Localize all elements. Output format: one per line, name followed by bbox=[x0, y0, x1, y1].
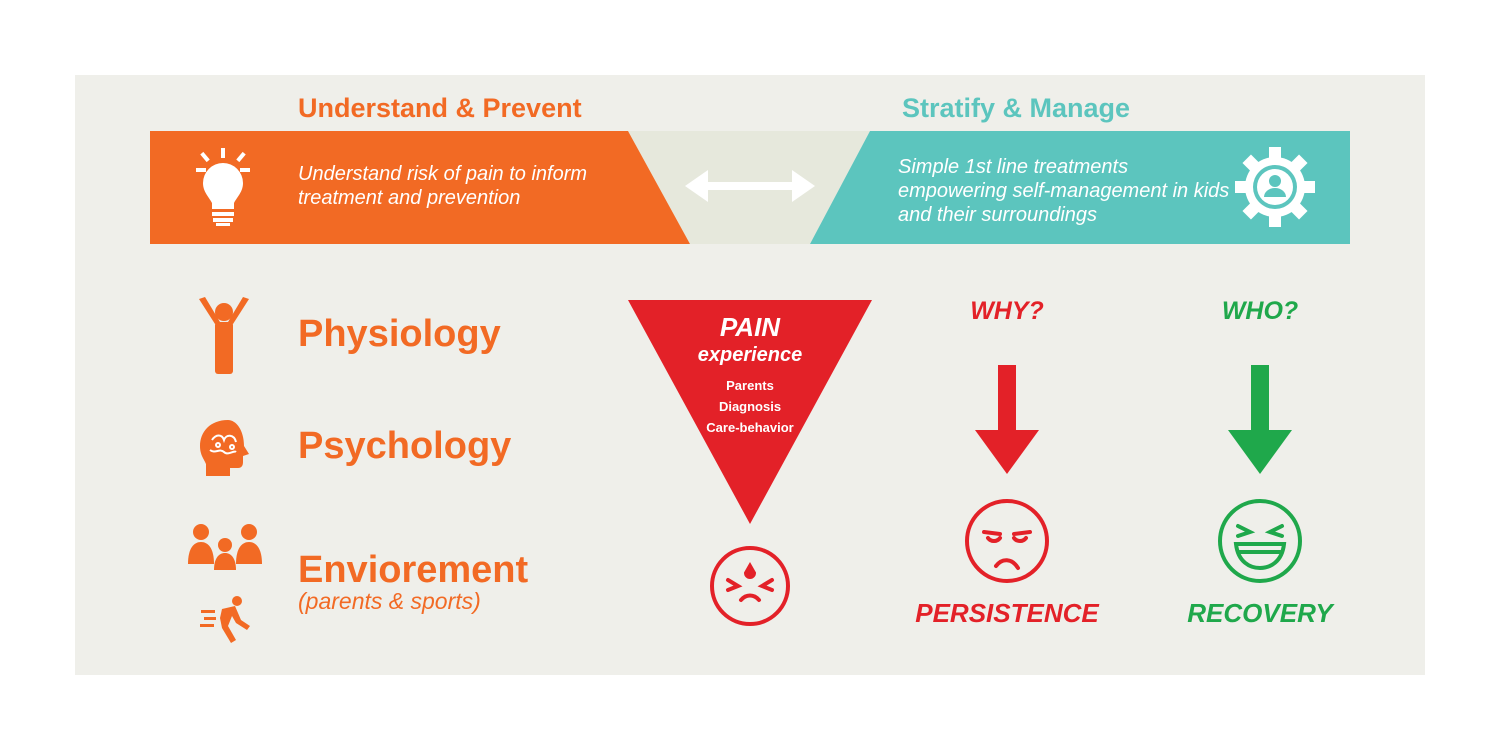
factor-enviorement: Enviorement bbox=[298, 549, 529, 591]
pain-triangle bbox=[628, 300, 872, 524]
factor-physiology: Physiology bbox=[298, 313, 501, 355]
stratify-manage-title: Stratify & Manage bbox=[902, 93, 1131, 123]
gear-person-icon bbox=[1235, 147, 1315, 227]
band-right-shape bbox=[810, 131, 1350, 244]
factor-enviorement-sub: (parents & sports) bbox=[298, 588, 481, 614]
band-left-shape bbox=[150, 131, 690, 244]
lightbulb-icon bbox=[196, 148, 250, 226]
pain-item-diagnosis: Diagnosis bbox=[718, 399, 782, 414]
factor-psychology: Psychology bbox=[298, 425, 512, 467]
who-arrow-icon bbox=[1228, 365, 1292, 474]
pain-title: PAIN bbox=[719, 312, 781, 342]
double-arrow-icon bbox=[685, 170, 815, 202]
pain-item-care-behavior: Care-behavior bbox=[706, 420, 794, 435]
persistence-label: PERSISTENCE bbox=[915, 598, 1099, 628]
recovery-label: RECOVERY bbox=[1187, 598, 1333, 628]
why-question: WHY? bbox=[970, 297, 1044, 325]
laughing-face-icon bbox=[1218, 499, 1302, 583]
family-icon bbox=[188, 524, 262, 570]
band-right-text: Simple 1st line treatments empowering se… bbox=[898, 156, 1230, 226]
person-arms-up-icon bbox=[199, 297, 249, 374]
pain-subtitle: experience bbox=[697, 344, 803, 366]
sad-face-icon bbox=[965, 499, 1049, 583]
understand-prevent-title: Understand & Prevent bbox=[298, 93, 582, 123]
why-arrow-icon bbox=[975, 365, 1039, 474]
band-left-text: Understand risk of pain to inform treatm… bbox=[298, 163, 588, 209]
pain-item-parents: Parents bbox=[726, 378, 774, 393]
who-question: WHO? bbox=[1221, 297, 1299, 325]
pained-face-icon bbox=[710, 546, 790, 626]
brain-head-icon bbox=[200, 420, 249, 476]
runner-icon bbox=[200, 596, 250, 643]
